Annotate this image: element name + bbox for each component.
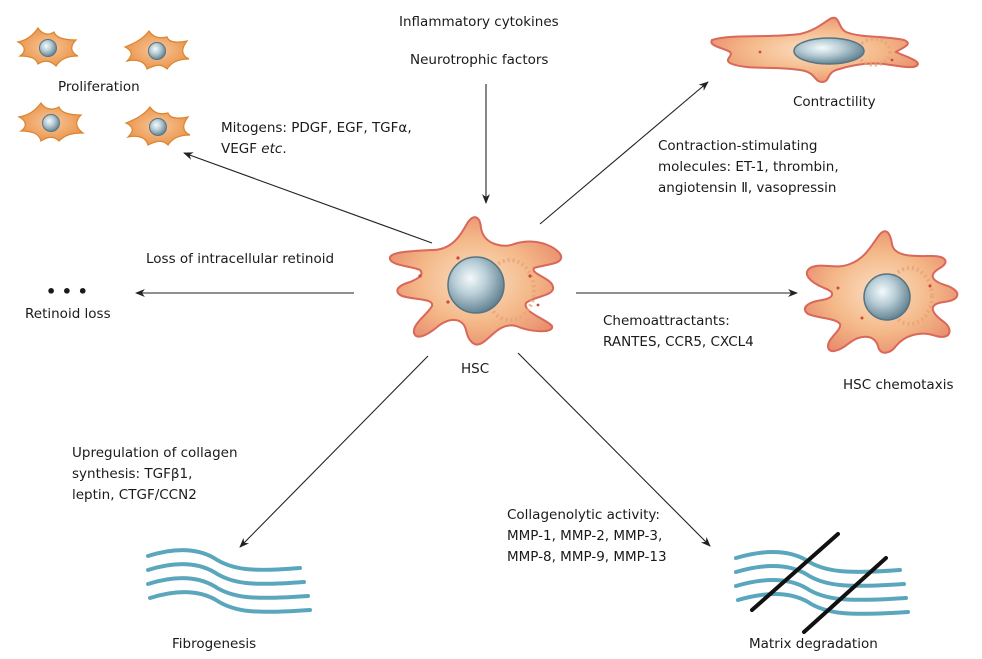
arrows	[135, 81, 798, 548]
collagen-line-2: synthesis: TGFβ1,	[72, 466, 193, 482]
collagen-line-1: Upregulation of collagen	[72, 445, 238, 461]
contractile-cell	[710, 16, 920, 84]
input-neurotrophic-factors: Neurotrophic factors	[410, 52, 549, 68]
contraction-line-3: angiotensin Ⅱ, vasopressin	[658, 180, 837, 196]
hsc-cell-central	[389, 216, 563, 346]
contraction-line-1: Contraction-stimulating	[658, 138, 818, 154]
small-cell-4	[124, 105, 191, 146]
collagenolytic-label: Collagenolytic activity: MMP-1, MMP-2, M…	[507, 505, 667, 568]
mitogens-label: Mitogens: PDGF, EGF, TGFα, VEGF etc.	[221, 118, 412, 160]
arrow-to-fibrogenesis	[239, 355, 429, 548]
matrix-degradation-label: Matrix degradation	[749, 636, 878, 652]
arrow-to-matrix-degradation	[517, 352, 711, 547]
mitogens-comma: ,	[407, 120, 412, 136]
hsc-label: HSC	[461, 361, 490, 377]
contraction-line-2: molecules: ET-1, thrombin,	[658, 159, 839, 175]
degraded-matrix	[734, 532, 910, 634]
mmp-line-2: MMP-1, MMP-2, MMP-3,	[507, 528, 663, 544]
chemo-line-1: Chemoattractants:	[603, 313, 730, 329]
input-inflammatory-cytokines: Inflammatory cytokines	[399, 14, 559, 30]
retinoid-dots: • • •	[46, 282, 88, 301]
vegf-text: VEGF	[221, 141, 262, 157]
mmp-line-3: MMP-8, MMP-9, MMP-13	[507, 549, 667, 565]
arrow-to-proliferation	[183, 152, 433, 244]
collagen-line-3: leptin, CTGF/CCN2	[72, 487, 197, 503]
arrow-to-contractility	[539, 81, 709, 225]
contractility-label: Contractility	[793, 94, 876, 110]
alpha-symbol: α	[398, 120, 408, 136]
collagen-fibers	[146, 548, 312, 614]
cut-line-1	[750, 532, 840, 612]
chemoattractants-label: Chemoattractants: RANTES, CCR5, CXCL4	[603, 311, 754, 353]
etc-text: etc	[261, 141, 283, 157]
hsc-chemotaxis-cell	[803, 230, 959, 354]
retinoid-loss-label: Retinoid loss	[25, 306, 111, 322]
chemo-line-2: RANTES, CCR5, CXCL4	[603, 334, 754, 350]
proliferation-label: Proliferation	[58, 79, 140, 95]
hsc-chemotaxis-label: HSC chemotaxis	[843, 377, 954, 393]
small-cell-2	[123, 29, 190, 70]
mmp-line-1: Collagenolytic activity:	[507, 507, 660, 523]
contraction-stimulating-label: Contraction-stimulating molecules: ET-1,…	[658, 136, 839, 199]
small-cell-1	[16, 26, 79, 67]
mitogens-text: Mitogens: PDGF, EGF, TGF	[221, 120, 399, 136]
small-cell-3	[17, 101, 85, 142]
collagen-upregulation-label: Upregulation of collagen synthesis: TGFβ…	[72, 443, 238, 506]
retinoid-stimulus-label: Loss of intracellular retinoid	[146, 251, 335, 267]
fibrogenesis-label: Fibrogenesis	[172, 636, 257, 652]
proliferating-cells	[16, 26, 191, 146]
cut-line-2	[802, 556, 888, 634]
vegf-period: .	[282, 141, 287, 157]
